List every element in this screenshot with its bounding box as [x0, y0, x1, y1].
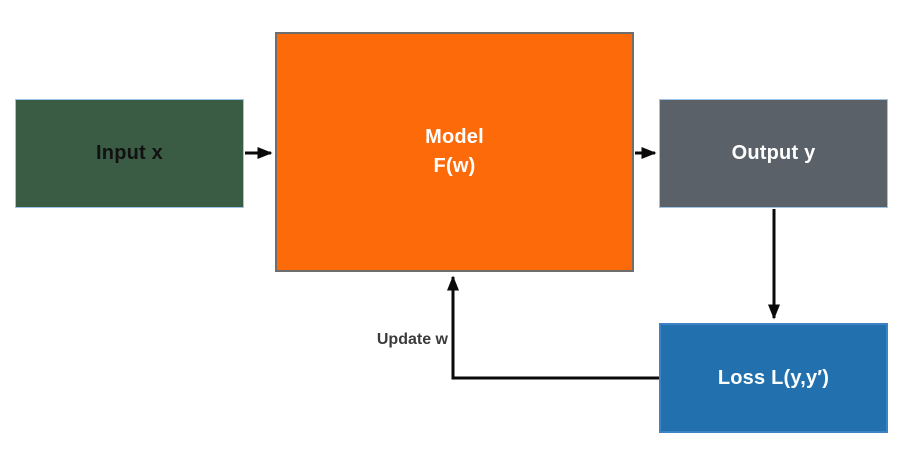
output-box: Output y	[659, 99, 888, 208]
output-box-label: Output y	[731, 142, 816, 164]
model-box: Model F(w)	[275, 32, 634, 272]
model-box-label-line2: F(w)	[433, 155, 476, 177]
arrow-loss-to-model-feedback	[447, 275, 659, 380]
loss-box: Loss L(y,y′)	[659, 323, 888, 433]
input-box-label: Input x	[96, 142, 163, 164]
loss-box-label: Loss L(y,y′)	[717, 366, 830, 389]
model-box-label-line1: Model	[425, 126, 484, 148]
update-w-label: Update w	[376, 331, 448, 348]
input-box: Input x	[15, 99, 244, 208]
model-box-label: Model F(w)	[425, 123, 484, 181]
